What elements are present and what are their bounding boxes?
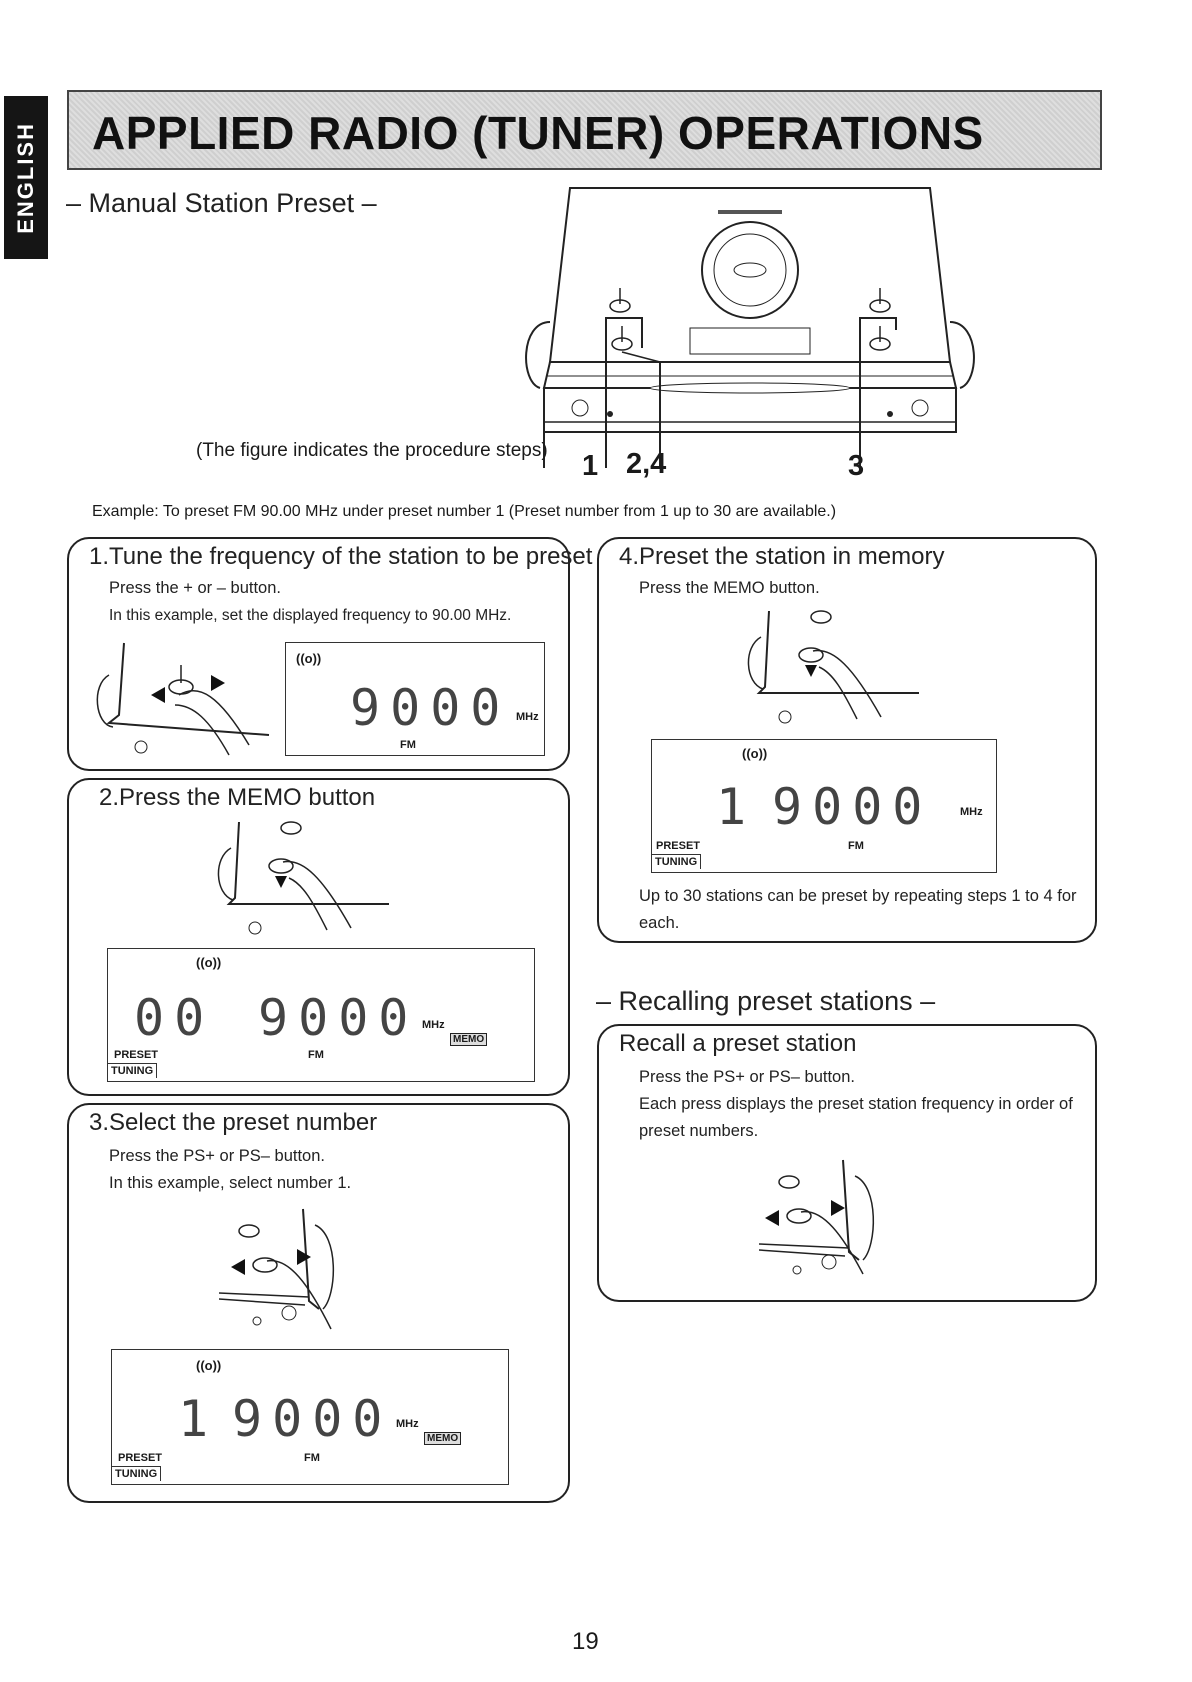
preset-label: PRESET xyxy=(656,840,701,852)
memo-indicator: MEMO xyxy=(450,1033,488,1046)
page-title: APPLIED RADIO (TUNER) OPERATIONS xyxy=(92,107,984,159)
step-4-box: 4.Preset the station in memory Press the… xyxy=(597,537,1097,943)
signal-icon: ((o)) xyxy=(296,651,322,666)
figure-step-2-4: 2,4 xyxy=(626,448,667,480)
display-preset-number: 1 xyxy=(716,778,757,836)
preset-label: PRESET xyxy=(114,1049,159,1061)
recall-title: Recall a preset station xyxy=(619,1030,857,1057)
step-2-display: ((o)) 00 9000 MHz MEMO FM PRESET TUNING xyxy=(107,948,535,1082)
display-band: FM xyxy=(308,1049,324,1061)
recall-text-1: Press the PS+ or PS– button. xyxy=(639,1068,855,1086)
ps-button-illustration-recall xyxy=(759,1159,875,1275)
step-4-text-1: Press the MEMO button. xyxy=(639,579,820,597)
display-unit: MHz xyxy=(516,711,539,723)
manual-preset-heading: – Manual Station Preset – xyxy=(66,188,377,218)
step-4-title: 4.Preset the station in memory xyxy=(619,543,945,570)
step-1-display: ((o)) 9000 MHz FM xyxy=(285,642,545,756)
display-unit: MHz xyxy=(396,1418,419,1430)
ps-button-illustration-3 xyxy=(219,1208,335,1330)
preset-label: PRESET xyxy=(118,1452,163,1464)
step-3-text-1: Press the PS+ or PS– button. xyxy=(109,1147,325,1165)
signal-icon: ((o)) xyxy=(196,955,222,970)
memo-button-illustration-4 xyxy=(747,610,919,724)
step-1-text-2: In this example, set the displayed frequ… xyxy=(109,607,512,624)
step-3-text-2: In this example, select number 1. xyxy=(109,1174,352,1192)
figure-step-1: 1 xyxy=(582,450,599,482)
recall-text-2: Each press displays the preset station f… xyxy=(639,1095,1073,1140)
step-2-box: 2.Press the MEMO button ((o)) 00 9000 MH… xyxy=(67,778,570,1096)
recall-box: Recall a preset station Press the PS+ or… xyxy=(597,1024,1097,1302)
display-frequency: 9000 xyxy=(350,679,511,737)
step-3-display: ((o)) 1 9000 MHz MEMO FM PRESET TUNING xyxy=(111,1349,509,1485)
memo-indicator: MEMO xyxy=(424,1432,462,1445)
step-1-title: 1.Tune the frequency of the station to b… xyxy=(89,543,593,570)
plus-minus-button-illustration xyxy=(96,642,270,756)
display-preset-number: 1 xyxy=(178,1390,219,1448)
display-band: FM xyxy=(400,739,416,751)
figure-caption: (The figure indicates the procedure step… xyxy=(196,440,548,461)
figure-step-3: 3 xyxy=(848,450,865,482)
tuning-label: TUNING xyxy=(652,854,702,869)
step-4-note: Up to 30 stations can be preset by repea… xyxy=(639,887,1077,932)
display-frequency: 9000 xyxy=(772,778,933,836)
step-4-display: ((o)) 1 9000 MHz FM PRESET TUNING xyxy=(651,739,997,873)
title-banner xyxy=(67,90,1102,170)
step-1-box: 1.Tune the frequency of the station to b… xyxy=(67,537,592,771)
language-tab: ENGLISH xyxy=(4,96,48,259)
device-illustration xyxy=(525,187,975,468)
recall-heading: – Recalling preset stations – xyxy=(596,986,936,1016)
display-band: FM xyxy=(848,840,864,852)
language-tab-label: ENGLISH xyxy=(13,121,38,234)
display-preset-number: 00 xyxy=(134,989,215,1047)
step-3-box: 3.Select the preset number Press the PS+… xyxy=(67,1103,570,1503)
signal-icon: ((o)) xyxy=(196,1358,222,1373)
step-2-title: 2.Press the MEMO button xyxy=(99,784,376,811)
display-frequency: 9000 xyxy=(232,1390,393,1448)
tuning-label: TUNING xyxy=(108,1063,158,1078)
display-unit: MHz xyxy=(960,806,983,818)
memo-button-illustration-2 xyxy=(217,821,389,935)
step-3-title: 3.Select the preset number xyxy=(89,1109,378,1136)
example-text: Example: To preset FM 90.00 MHz under pr… xyxy=(92,503,837,520)
signal-icon: ((o)) xyxy=(742,746,768,761)
display-unit: MHz xyxy=(422,1019,445,1031)
display-frequency: 9000 xyxy=(258,989,419,1047)
page-number: 19 xyxy=(572,1628,599,1655)
step-1-text-1: Press the + or – button. xyxy=(109,579,281,597)
display-band: FM xyxy=(304,1452,320,1464)
tuning-label: TUNING xyxy=(112,1466,162,1481)
